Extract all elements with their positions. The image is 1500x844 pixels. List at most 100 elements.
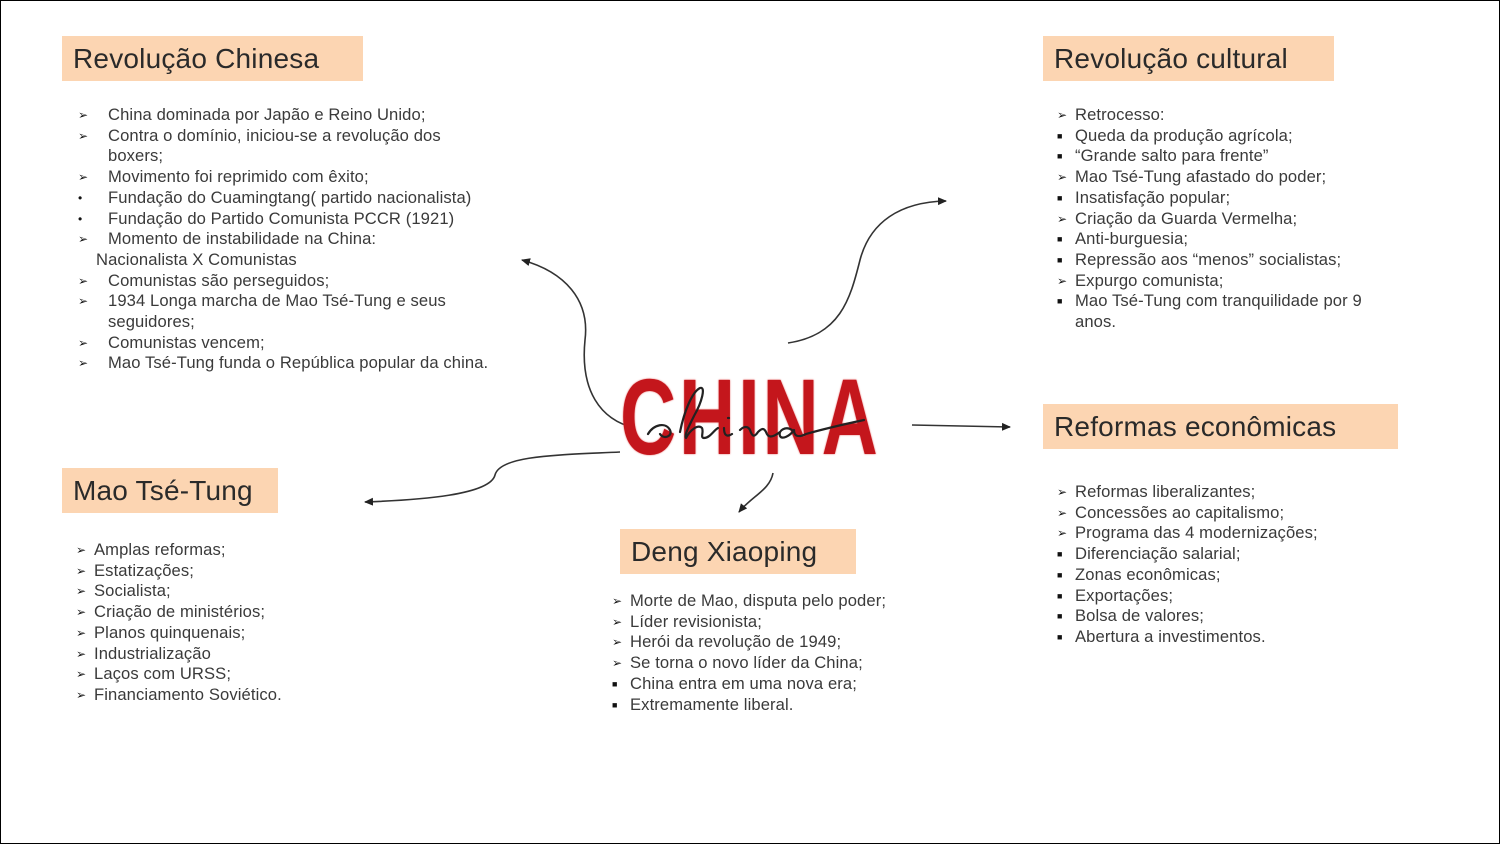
list-item-text: Líder revisionista;: [630, 611, 762, 631]
arrow-bullet-icon: ➢: [76, 667, 87, 682]
list-item: ■Zonas econômicas;: [1057, 565, 1375, 586]
arrow-bullet-icon: ➢: [1057, 505, 1068, 520]
list-item-text: Momento de instabilidade na China:: [108, 229, 377, 249]
list-item-text: China entra em uma nova era;: [630, 673, 857, 693]
list-deng: ➢ Morte de Mao, disputa pelo poder; ➢ Líder…: [612, 591, 950, 716]
list-item-text: Comunistas são perseguidos;: [108, 270, 330, 290]
dot-bullet-icon: •: [78, 190, 83, 205]
list-item-text: Herói da revolução de 1949;: [630, 632, 842, 652]
arrow-to-revolucao-chinesa: [521, 258, 636, 429]
list-item: ➢ Criação de ministérios;: [76, 602, 354, 623]
list-item-continuation: Nacionalista X Comunistas: [96, 249, 297, 269]
arrow-bullet-icon: ➢: [76, 605, 87, 620]
list-item-text: Concessões ao capitalismo;: [1075, 502, 1285, 522]
list-item: ■Insatisfação popular;: [1057, 187, 1405, 209]
list-mao: ➢Amplas reformas;➢Estatizações; ➢ Socialis…: [76, 540, 354, 706]
list-item-text: Diferenciação salarial;: [1075, 544, 1241, 564]
arrow-to-reformas: [911, 422, 1011, 431]
list-item-text: Planos quinquenais;: [94, 622, 246, 642]
arrow-bullet-icon: ➢: [76, 646, 87, 661]
list-item-text: Socialista;: [94, 581, 171, 601]
list-item-text: Contra o domínio, iniciou-se a revolução…: [108, 125, 441, 166]
list-item-text: Expurgo comunista;: [1075, 270, 1224, 290]
list-item: ➢ Líder revisionista;: [612, 611, 950, 633]
arrow-to-revolucao-cultural: [787, 197, 947, 344]
list-item: ➢ Contra o domínio, iniciou-se a revoluçã…: [78, 125, 493, 167]
list-item-text: Criação de ministérios;: [94, 602, 266, 622]
arrow-bullet-icon: ➢: [76, 687, 87, 702]
square-bullet-icon: ■: [1057, 254, 1063, 265]
list-item: ➢Amplas reformas;: [76, 540, 354, 561]
list-item: ■Diferenciação salarial;: [1057, 544, 1375, 565]
list-reformas: ➢Reformas liberalizantes;➢Concessões ao …: [1057, 482, 1375, 648]
square-bullet-icon: ■: [1057, 151, 1063, 162]
arrow-bullet-icon: ➢: [612, 614, 623, 629]
square-bullet-icon: ■: [1057, 130, 1063, 141]
arrow-bullet-icon: ➢: [1057, 108, 1068, 122]
list-item: ➢ Comunistas são perseguidos;: [78, 270, 493, 292]
header-reformas: Reformas econômicas: [1043, 404, 1398, 449]
arrow-bullet-icon: ➢: [78, 273, 89, 288]
list-item-text: Insatisfação popular;: [1075, 187, 1231, 207]
arrow-bullet-icon: ➢: [612, 594, 623, 608]
list-item: ■China entra em uma nova era;: [612, 673, 950, 695]
list-item: ➢Programa das 4 modernizações;: [1057, 523, 1375, 544]
header-deng: Deng Xiaoping: [620, 529, 856, 574]
square-bullet-icon: ■: [612, 699, 618, 710]
list-item-text: Se torna o novo líder da China;: [630, 653, 863, 673]
arrow-bullet-icon: ➢: [78, 294, 89, 309]
list-item-text: Mao Tsé-Tung funda o República popular d…: [108, 353, 489, 373]
list-revolucao-cultural: ➢ Retrocesso: ■ Queda da produção agrícola;…: [1057, 105, 1405, 333]
arrow-bullet-icon: ➢: [612, 635, 623, 650]
header-mao: Mao Tsé-Tung: [62, 468, 278, 513]
list-item: ➢ Retrocesso:: [1057, 105, 1405, 126]
header-revolucao-chinesa: Revolução Chinesa: [62, 36, 363, 81]
header-revolucao-cultural: Revolução cultural: [1043, 36, 1334, 81]
list-item: ➢Estatizações;: [76, 561, 354, 582]
list-item-text: Morte de Mao, disputa pelo poder;: [630, 591, 887, 610]
list-item-text: Movimento foi reprimido com êxito;: [108, 167, 369, 187]
list-item-text: Queda da produção agrícola;: [1075, 125, 1293, 145]
list-item-text: China dominada por Japão e Reino Unido;: [108, 105, 426, 124]
square-bullet-icon: ■: [1057, 296, 1063, 307]
list-item: ➢ Morte de Mao, disputa pelo poder;: [612, 591, 950, 612]
arrow-bullet-icon: ➢: [76, 625, 87, 640]
list-item: ➢ Herói da revolução de 1949;: [612, 632, 950, 653]
arrow-bullet-icon: ➢: [78, 128, 89, 143]
arrow-bullet-icon: ➢: [612, 656, 623, 671]
china-logo: CHINA: [620, 362, 878, 472]
list-item: ■Anti-burguesia;: [1057, 229, 1405, 250]
square-bullet-icon: ■: [1057, 569, 1063, 580]
list-item-text: Reformas liberalizantes;: [1075, 482, 1256, 501]
list-item-text: Industrialização: [94, 643, 211, 663]
list-item: • Fundação do Cuamingtang( partido nacio…: [78, 187, 493, 209]
list-item: ➢ Industrialização: [76, 643, 354, 665]
arrow-bullet-icon: ➢: [76, 543, 87, 557]
list-item-text: Retrocesso:: [1075, 105, 1165, 124]
list-item: ■“Grande salto para frente”: [1057, 146, 1405, 167]
list-item: ■Abertura a investimentos.: [1057, 627, 1375, 648]
list-item: ➢ 1934 Longa marcha de Mao Tsé-Tung e seu…: [78, 291, 493, 332]
list-item: ➢Criação da Guarda Vermelha;: [1057, 209, 1405, 230]
arrow-bullet-icon: ➢: [78, 108, 89, 122]
dot-bullet-icon: •: [78, 211, 83, 226]
arrow-bullet-icon: ➢: [78, 356, 89, 371]
china-script-lettering: [646, 386, 866, 440]
square-bullet-icon: ■: [1057, 611, 1063, 622]
arrow-bullet-icon: ➢: [76, 584, 87, 599]
list-item: ➢ Planos quinquenais;: [76, 622, 354, 644]
list-item-text: Fundação do Cuamingtang( partido naciona…: [108, 187, 472, 207]
square-bullet-icon: ■: [1057, 234, 1063, 245]
list-item: ■Exportações;: [1057, 586, 1375, 607]
list-item: ➢Financiamento Soviético.: [76, 685, 354, 706]
list-item-text: 1934 Longa marcha de Mao Tsé-Tung e seus…: [108, 291, 446, 332]
arrow-bullet-icon: ➢: [1057, 170, 1068, 185]
list-item: ➢ Comunistas vencem;: [78, 332, 493, 354]
list-item: ➢ Socialista;: [76, 581, 354, 602]
arrow-bullet-icon: ➢: [78, 335, 89, 350]
list-item-text: Comunistas vencem;: [108, 332, 265, 352]
arrow-bullet-icon: ➢: [1057, 273, 1068, 288]
list-item-text: Fundação do Partido Comunista PCCR (1921…: [108, 208, 455, 228]
list-item: ➢ Mao Tsé-Tung funda o República popular …: [78, 353, 493, 374]
list-item: ■Extremamente liberal.: [612, 695, 950, 716]
